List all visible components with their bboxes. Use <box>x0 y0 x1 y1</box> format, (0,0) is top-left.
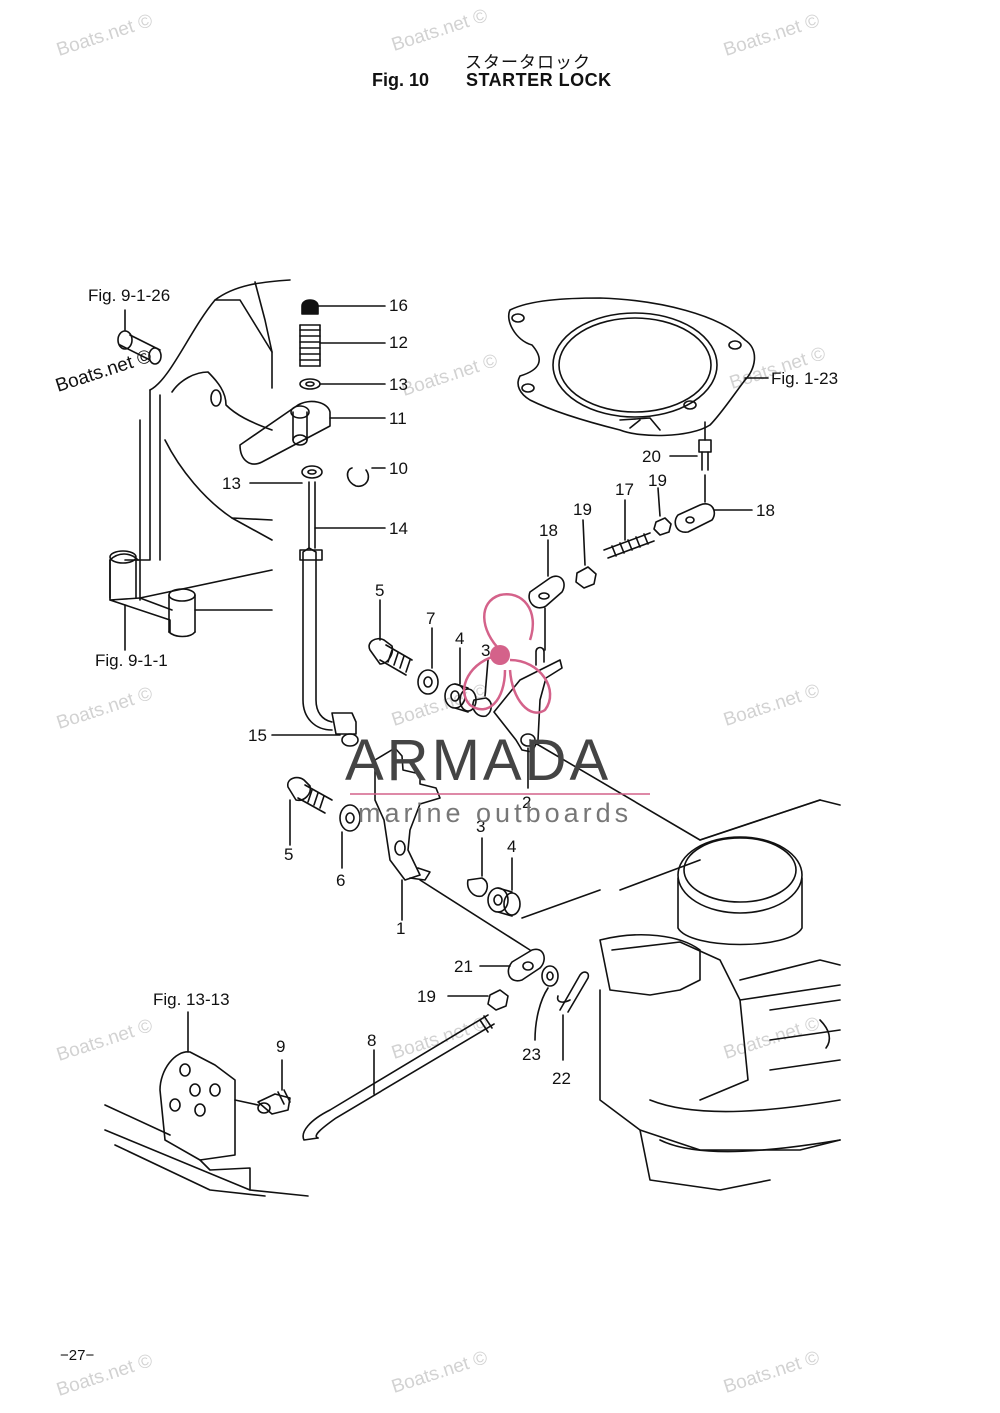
clip-3-lower <box>466 837 489 898</box>
cotter-pin-22 <box>556 971 590 1061</box>
callout-14: 14 <box>389 519 408 538</box>
callout-13: 13 <box>389 375 408 394</box>
callout-1: 1 <box>396 919 405 938</box>
figure-number: Fig. 10 <box>372 70 430 90</box>
flange-plate <box>508 297 769 437</box>
callout-19: 19 <box>648 471 667 490</box>
threaded-rod-17 <box>603 499 655 559</box>
washer-13-bottom <box>249 465 323 484</box>
figure-title-japanese: スタータロック <box>465 53 591 72</box>
clip-9 <box>257 1059 291 1115</box>
ref-fig-13-13: Fig. 13-13 <box>153 990 230 1009</box>
clip-10 <box>346 467 386 488</box>
spring-12 <box>299 324 386 367</box>
page-number: −27− <box>60 1347 95 1364</box>
callout-3: 3 <box>481 641 490 660</box>
callout-8: 8 <box>367 1031 376 1050</box>
callout-5: 5 <box>284 845 293 864</box>
callout-2: 2 <box>522 793 531 812</box>
joint-21 <box>479 948 545 982</box>
left-bracket-casting <box>109 279 291 638</box>
callout-5: 5 <box>375 581 384 600</box>
callout-20: 20 <box>642 447 661 466</box>
armada-logo: ARMADA marine outboards <box>345 592 650 828</box>
callout-23: 23 <box>522 1045 541 1064</box>
watermark-dark: Boats.net © <box>53 346 154 397</box>
callout-10: 10 <box>389 459 408 478</box>
callout-6: 6 <box>336 871 345 890</box>
washer-7 <box>417 627 439 695</box>
nut-19-lower <box>447 989 509 1011</box>
rod-14 <box>299 481 386 731</box>
washer-23 <box>534 965 559 1041</box>
lower-bracket-fig-13-13 <box>104 1011 309 1197</box>
callout-13: 13 <box>222 474 241 493</box>
callout-7: 7 <box>426 609 435 628</box>
callout-4: 4 <box>455 629 464 648</box>
ref-fig-9-1-26: Fig. 9-1-26 <box>88 286 170 305</box>
callout-17: 17 <box>615 480 634 499</box>
callout-15: 15 <box>248 726 267 745</box>
bolt-5-upper <box>368 599 413 676</box>
washer-13-top <box>299 378 386 390</box>
bolt-5-lower <box>287 776 333 846</box>
collar-4-lower <box>419 857 601 951</box>
callout-9: 9 <box>276 1037 285 1056</box>
callout-19: 19 <box>573 500 592 519</box>
armada-tagline: marine outboards <box>358 798 632 828</box>
figure-references: Fig. 9-1-26 Fig. 9-1-1 Fig. 1-23 Fig. 13… <box>88 286 838 1009</box>
joint-15 <box>271 712 359 747</box>
knob-cap-16 <box>301 299 386 315</box>
callout-4: 4 <box>507 837 516 856</box>
callout-18: 18 <box>756 501 775 520</box>
bracket-1 <box>374 747 441 921</box>
joint-18-left <box>528 539 565 651</box>
callout-3: 3 <box>476 817 485 836</box>
callout-19: 19 <box>417 987 436 1006</box>
armada-wordmark: ARMADA <box>345 728 611 793</box>
callout-11: 11 <box>389 409 407 428</box>
callout-12: 12 <box>389 333 408 352</box>
propeller-logo-icon <box>462 592 552 714</box>
callout-21: 21 <box>454 957 473 976</box>
engine-block <box>599 799 841 1191</box>
ref-fig-1-23: Fig. 1-23 <box>771 369 838 388</box>
callout-22: 22 <box>552 1069 571 1088</box>
pin-part <box>117 309 162 365</box>
figure-title: STARTER LOCK <box>466 70 612 90</box>
collar-4-upper <box>444 647 477 713</box>
nut-19-right <box>653 487 672 536</box>
ref-fig-9-1-1: Fig. 9-1-1 <box>95 651 168 670</box>
nut-19-left <box>575 519 597 589</box>
callout-16: 16 <box>389 296 408 315</box>
lever-11 <box>239 400 386 465</box>
joint-18-right <box>674 474 753 533</box>
callout-labels: 16 12 13 11 10 13 14 20 19 17 18 18 19 5… <box>222 296 775 1088</box>
washer-6 <box>339 804 361 869</box>
screw-20 <box>669 421 712 471</box>
callout-18: 18 <box>539 521 558 540</box>
rod-8 <box>302 1014 495 1141</box>
